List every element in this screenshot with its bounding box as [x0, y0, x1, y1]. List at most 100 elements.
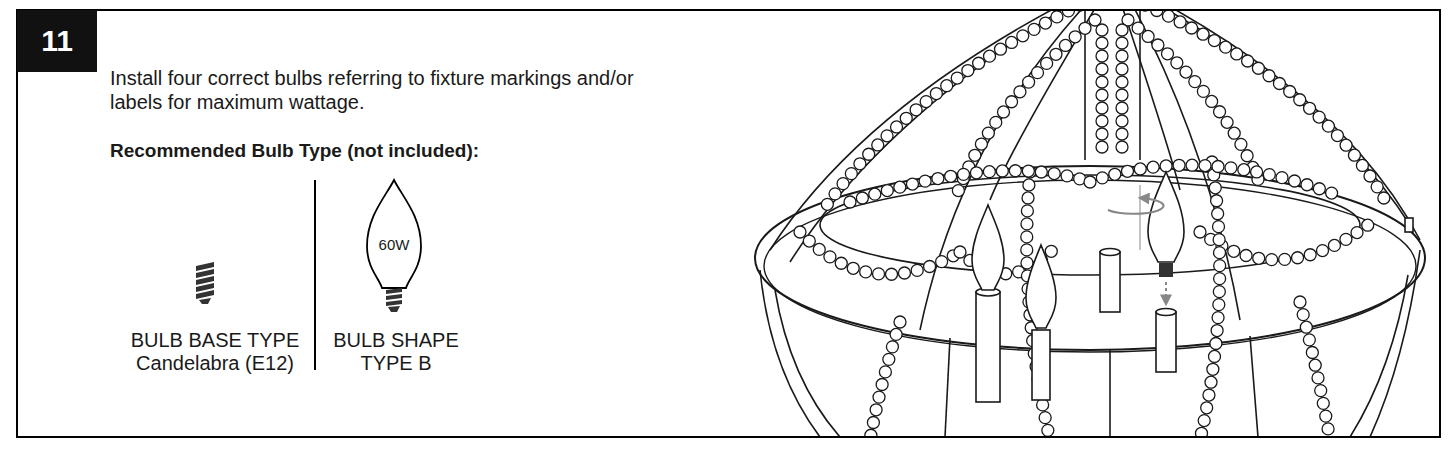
crystal-bead [1174, 16, 1186, 28]
crystal-bead [954, 246, 966, 258]
crystal-bead [1253, 252, 1265, 264]
crystal-bead [969, 149, 981, 161]
crystal-bead [1251, 166, 1263, 178]
crystal-bead [1294, 296, 1306, 308]
crystal-bead [1292, 252, 1304, 264]
crystal-bead [1211, 325, 1223, 337]
installed-bulbs [972, 172, 1184, 328]
crystal-bead [1061, 170, 1073, 182]
crystal-bead [983, 166, 995, 178]
crystal-bead [1209, 182, 1221, 194]
crystal-bead [1096, 76, 1108, 88]
crystal-bead [975, 138, 987, 150]
crystal-bead [1220, 41, 1232, 53]
crystal-bead [1197, 85, 1209, 97]
crystal-bead [1121, 165, 1133, 177]
crystal-bead [1160, 160, 1172, 172]
crystal-bead [1378, 192, 1390, 204]
crystal-bead [1009, 165, 1021, 177]
crystal-bead [1062, 11, 1074, 17]
crystal-bead [879, 366, 891, 378]
crystal-bead [952, 185, 964, 197]
crystal-bead [1340, 233, 1352, 245]
crystal-bead [891, 121, 903, 133]
crystal-bead [873, 268, 885, 280]
crystal-bead [1317, 397, 1329, 409]
crystal-bead [1303, 334, 1315, 346]
crystal-bead [1304, 102, 1316, 114]
crystal-bead [1021, 218, 1033, 230]
crystal-bead [1161, 48, 1173, 60]
crystal-bead [970, 167, 982, 179]
crystal-bead [1205, 376, 1217, 388]
crystal-bead [860, 266, 872, 278]
crystal-bead [1252, 62, 1264, 74]
crystal-bead [1151, 11, 1163, 16]
crystal-bead [1320, 410, 1332, 422]
crystal-bead [890, 328, 902, 340]
crystal-bead [1315, 385, 1327, 397]
crystal-bead [813, 243, 825, 255]
step-number-box: 11 [17, 10, 97, 72]
crystal-bead [1116, 37, 1128, 49]
crystal-bead [996, 165, 1008, 177]
crystal-bead [1096, 102, 1108, 114]
crystal-bead [1069, 31, 1081, 43]
crystal-bead [1356, 159, 1368, 171]
crystal-bead [1213, 299, 1225, 311]
crystal-bead [837, 178, 849, 190]
crystal-bead [1212, 160, 1224, 172]
crystal-bead [1189, 76, 1201, 88]
crystal-bead [1238, 164, 1250, 176]
crystal-bead [872, 139, 884, 151]
chandelier-frame [755, 11, 1425, 436]
crystal-bead [1039, 412, 1051, 424]
crystal-bead [1186, 22, 1198, 34]
crystal-bead [1116, 141, 1128, 153]
crystal-bead [1322, 423, 1334, 435]
crystal-bead [1014, 86, 1026, 98]
crystal-bead [854, 158, 866, 170]
crystal-bead [941, 80, 953, 92]
crystal-bead [845, 168, 857, 180]
crystal-bead [1171, 57, 1183, 69]
crystal-bead [1241, 150, 1253, 162]
crystal-bead [910, 104, 922, 116]
crystal-bead [1214, 273, 1226, 285]
crystal-bead [1021, 205, 1033, 217]
crystal-bead [1213, 286, 1225, 298]
crystal-bead [1351, 227, 1363, 239]
crystal-bead [1048, 168, 1060, 180]
crystal-bead [870, 404, 882, 416]
crystal-bead [936, 256, 948, 268]
crystal-bead [1263, 169, 1275, 181]
crystal-bead [920, 96, 932, 108]
crystal-bead [1326, 187, 1338, 199]
crystal-bead [1032, 67, 1044, 79]
crystal-bead [1301, 179, 1313, 191]
crystal-bead [1196, 427, 1208, 436]
crystal-bead [1041, 57, 1053, 69]
crystal-bead [906, 178, 918, 190]
crystal-bead [1173, 159, 1185, 171]
crystal-bead [1284, 85, 1296, 97]
crystal-bead [1096, 24, 1108, 36]
crystal-bead [982, 127, 994, 139]
wattage-label: 60W [370, 236, 418, 254]
crystal-bead [1186, 159, 1198, 171]
crystal-beads [794, 11, 1390, 436]
crystal-bead [1021, 257, 1033, 269]
crystal-bead [1162, 11, 1174, 22]
crystal-bead [1039, 17, 1051, 29]
crystal-bead [958, 168, 970, 180]
label-holder: Recommended Bulb Type (not included): [110, 139, 610, 163]
crystal-bead [886, 341, 898, 353]
crystal-bead [1006, 36, 1018, 48]
crystal-bead [1116, 102, 1128, 114]
candle-sockets [976, 249, 1176, 403]
crystal-bead [894, 316, 906, 328]
crystal-bead [932, 173, 944, 185]
crystal-bead [1211, 195, 1223, 207]
crystal-bead [1116, 76, 1128, 88]
crystal-bead [856, 192, 868, 204]
